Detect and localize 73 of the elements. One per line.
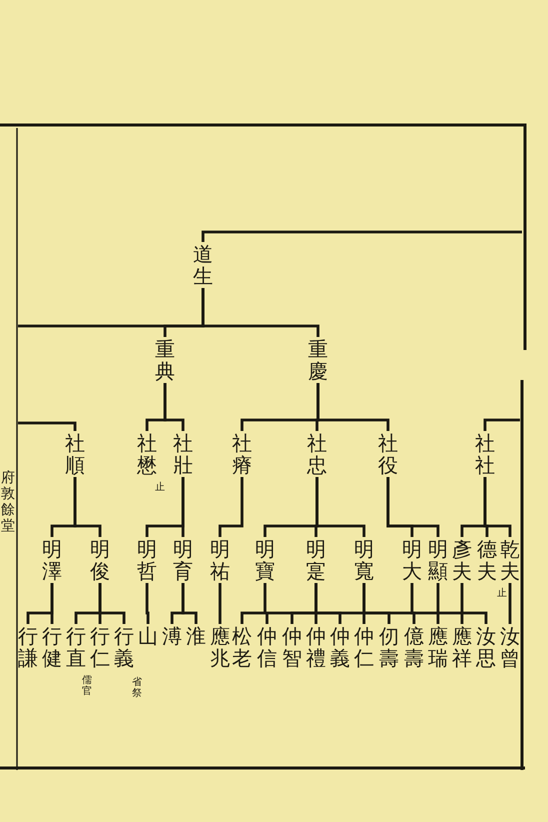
name-text: 明育	[173, 538, 193, 582]
name-text: 明顯	[428, 538, 448, 582]
lineage-line	[436, 583, 464, 624]
name-text: 道生	[193, 243, 213, 287]
name-text: 德夫	[477, 538, 497, 582]
name-text: 明大	[402, 538, 422, 582]
lineage-line	[484, 418, 520, 431]
lineage-line	[18, 422, 76, 431]
lineage-line	[410, 583, 440, 624]
lineage-line	[182, 583, 198, 624]
name-text: 社壯	[173, 432, 193, 476]
name-text: 應祥	[452, 625, 472, 669]
lineage-line	[460, 583, 488, 624]
name-text: 行義	[114, 625, 134, 669]
lineage-line	[218, 477, 244, 537]
lineage-line	[362, 583, 416, 624]
name-text: 明澤	[42, 538, 62, 582]
name-text: 汝思	[476, 625, 496, 669]
name-text: 應瑞	[428, 625, 448, 669]
margin-text: 府敦餘堂	[1, 470, 15, 534]
name-text: 億壽	[404, 625, 424, 669]
lineage-line	[146, 583, 150, 624]
annotation-note: 省祭	[132, 677, 142, 699]
name-text: 明寶	[255, 538, 275, 582]
lineage-line	[164, 383, 184, 431]
lineage-line	[314, 583, 366, 624]
name-text: 重典	[155, 338, 175, 382]
lineage-line	[386, 477, 440, 537]
lineage-line	[508, 583, 512, 624]
name-text: 山	[138, 625, 158, 647]
annotation-note: 止	[497, 588, 507, 599]
name-text: 仲禮	[306, 625, 326, 669]
lineage-line	[18, 288, 204, 328]
name-text: 仲智	[282, 625, 302, 669]
name-text: 明寬	[354, 538, 374, 582]
name-text: 社社	[475, 432, 495, 476]
name-text: 應兆	[210, 625, 230, 669]
lineage-line	[316, 477, 366, 537]
name-text: 明祐	[210, 538, 230, 582]
name-text: 社懋	[137, 432, 157, 476]
name-text: 松老	[232, 625, 252, 669]
lineage-line	[484, 477, 512, 537]
name-text: 明哲	[137, 538, 157, 582]
lineage-line	[218, 583, 222, 624]
annotation-note: 儒官	[82, 675, 92, 697]
name-text: 行謙	[18, 625, 38, 669]
name-text: 行健	[42, 625, 62, 669]
lineage-line	[316, 383, 390, 431]
name-text: 仲義	[330, 625, 350, 669]
annotation-note: 止	[155, 482, 165, 493]
name-text: 溥	[162, 625, 182, 647]
name-text: 乾夫	[500, 538, 520, 582]
lineage-line	[98, 583, 126, 624]
name-text: 仲仁	[354, 625, 374, 669]
name-text: 重慶	[308, 338, 328, 382]
lineage-line	[182, 477, 184, 537]
name-text: 明寔	[306, 538, 326, 582]
name-text: 社順	[65, 432, 85, 476]
name-text: 社瘠	[232, 432, 252, 476]
lineage-line	[202, 230, 522, 242]
name-text: 社忠	[307, 432, 327, 476]
name-text: 淮	[186, 625, 206, 647]
name-text: 仲信	[257, 625, 277, 669]
lineage-line	[74, 477, 102, 537]
name-text: 汝曾	[500, 625, 520, 669]
name-text: 社役	[378, 432, 398, 476]
name-text: 仞壽	[379, 625, 399, 669]
name-text: 行仁	[90, 625, 110, 669]
name-text: 彥夫	[452, 538, 472, 582]
name-text: 明俊	[90, 538, 110, 582]
lineage-line	[50, 583, 54, 624]
name-text: 行直	[66, 625, 86, 669]
lineage-line	[240, 583, 266, 624]
